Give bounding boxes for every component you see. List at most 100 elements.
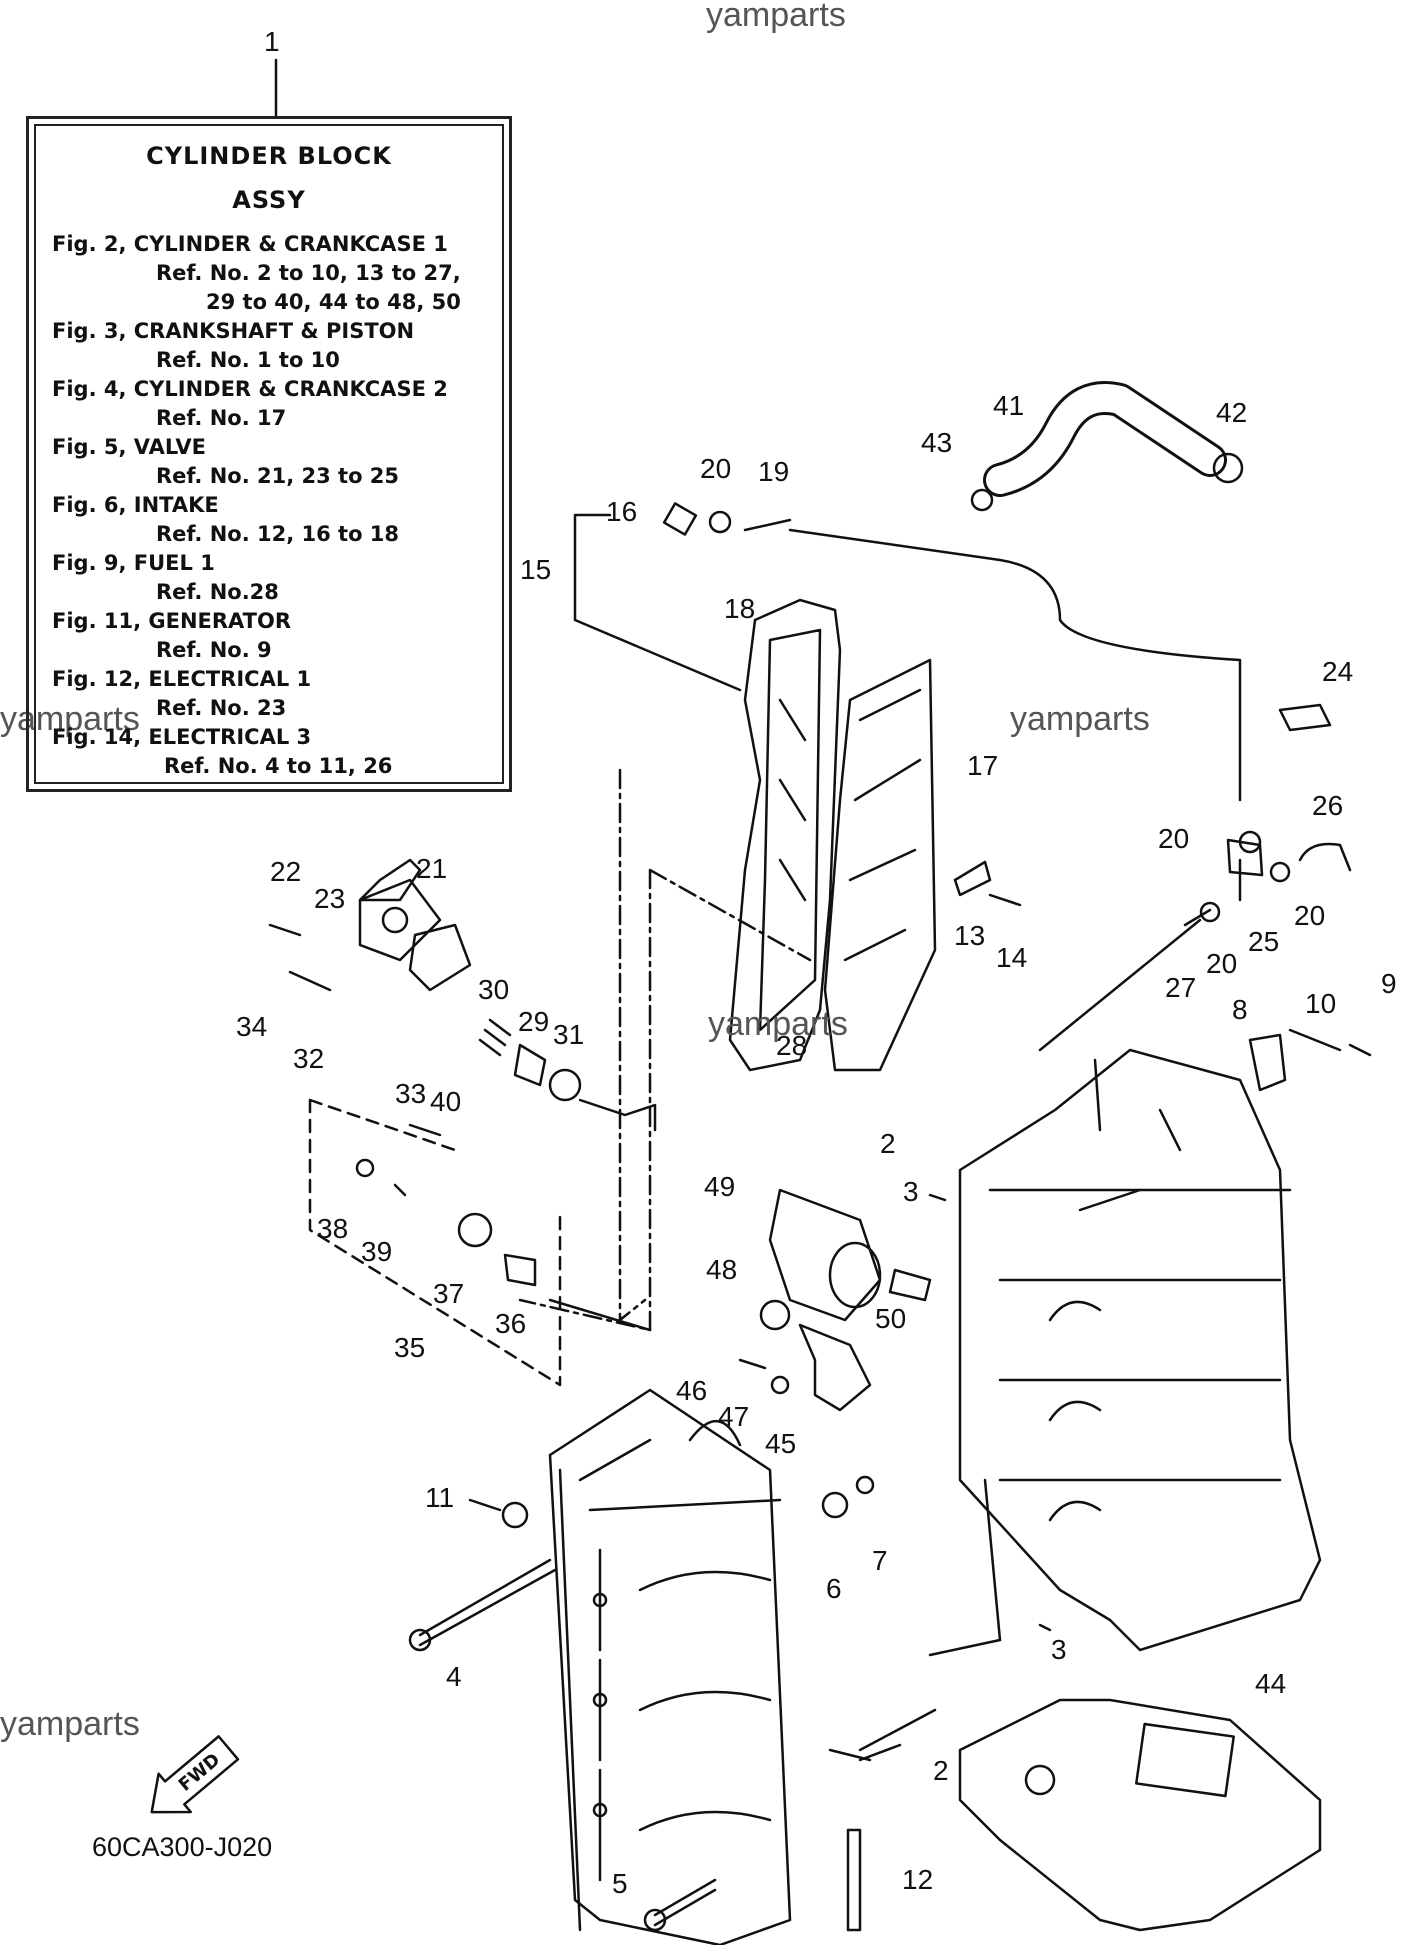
callout[interactable]: 33	[395, 1078, 427, 1109]
callout[interactable]: 27	[1165, 972, 1197, 1003]
callout[interactable]: 3	[1051, 1634, 1067, 1665]
legend-line: 29 to 40, 44 to 48, 50	[206, 290, 461, 314]
legend-line: Fig. 2, CYLINDER & CRANKCASE 1	[52, 232, 448, 256]
legend-subtitle: ASSY	[232, 186, 306, 214]
crankcase	[958, 1048, 1322, 1652]
callout[interactable]: 8	[1232, 994, 1248, 1025]
spring-30	[478, 1018, 512, 1057]
tee-25	[1226, 838, 1264, 902]
watermark: yamparts	[708, 1005, 848, 1043]
valve-29	[513, 1043, 547, 1087]
callout[interactable]: 30	[478, 974, 510, 1005]
callout[interactable]: 21	[416, 853, 448, 884]
callout[interactable]: 46	[676, 1375, 708, 1406]
callout[interactable]: 18	[724, 593, 756, 624]
callout[interactable]: 11	[425, 1482, 455, 1513]
callout[interactable]: 2	[933, 1755, 949, 1786]
legend-line: Ref. No. 12, 16 to 18	[156, 522, 400, 546]
callout[interactable]: 39	[361, 1236, 393, 1267]
callout[interactable]: 12	[902, 1864, 934, 1895]
plug-11	[501, 1501, 529, 1529]
legend-line: Fig. 9, FUEL 1	[52, 551, 215, 575]
legend-line: Ref. No. 4 to 11, 26	[164, 754, 393, 778]
legend-line: Ref. No. 21, 23 to 25	[156, 464, 400, 488]
legend-line: Ref. No.28	[156, 580, 279, 604]
callout[interactable]: 26	[1312, 790, 1344, 821]
callout[interactable]: 41	[993, 390, 1025, 421]
legend-line: Ref. No. 9	[156, 638, 272, 662]
callout[interactable]: 28	[776, 1030, 808, 1061]
callout[interactable]: 45	[765, 1428, 797, 1459]
callout[interactable]: 50	[875, 1303, 907, 1334]
callout[interactable]: 35	[394, 1332, 426, 1363]
callout[interactable]: 24	[1322, 656, 1354, 687]
callout[interactable]: 2	[880, 1128, 896, 1159]
part-27	[1038, 908, 1212, 1052]
callout[interactable]: 3	[903, 1176, 919, 1207]
callout[interactable]: 34	[236, 1011, 268, 1042]
callout[interactable]: 32	[293, 1043, 325, 1074]
stud-12	[846, 1828, 862, 1932]
callout[interactable]: 20	[1206, 948, 1238, 979]
watermark: yamparts	[0, 700, 140, 738]
legend-line: Ref. No. 2 to 10, 13 to 27,	[156, 261, 461, 285]
callout[interactable]: 23	[314, 883, 346, 914]
gasket-17	[823, 658, 937, 1072]
callout[interactable]: 20	[1158, 823, 1190, 854]
fwd-arrow	[150, 1735, 240, 1814]
callout[interactable]: 37	[433, 1278, 465, 1309]
legend-line: Fig. 6, INTAKE	[52, 493, 219, 517]
callout[interactable]: 1	[264, 26, 280, 57]
bolt-4	[418, 1558, 552, 1637]
callout[interactable]: 43	[921, 427, 953, 458]
clamp-20d	[1199, 901, 1221, 923]
callout[interactable]: 29	[518, 1006, 550, 1037]
oil-filter-49	[768, 1188, 882, 1322]
callout[interactable]: 42	[1216, 397, 1248, 428]
gasket-33	[408, 923, 472, 992]
callout[interactable]: 7	[872, 1545, 888, 1576]
callout[interactable]: 9	[1381, 968, 1397, 999]
part-16	[662, 502, 698, 536]
clamp-20c	[1269, 861, 1291, 883]
callout[interactable]: 16	[606, 496, 638, 527]
callout[interactable]: 22	[270, 856, 302, 887]
callout[interactable]: 5	[612, 1868, 628, 1899]
clamp-20b	[1238, 830, 1262, 854]
callout[interactable]: 20	[1294, 900, 1326, 931]
bracket-21	[358, 858, 422, 902]
clip-24	[1278, 703, 1332, 732]
callout[interactable]: 40	[430, 1086, 462, 1117]
callout[interactable]: 49	[704, 1171, 736, 1202]
callout[interactable]: 6	[826, 1573, 842, 1604]
legend-title: CYLINDER BLOCK	[146, 142, 392, 170]
callout[interactable]: 48	[706, 1254, 738, 1285]
callout[interactable]: 17	[967, 750, 999, 781]
callout[interactable]: 25	[1248, 926, 1280, 957]
legend-line: Ref. No. 23	[156, 696, 287, 720]
callout[interactable]: 47	[718, 1401, 750, 1432]
elbow-26	[1298, 842, 1352, 872]
callout[interactable]: 14	[996, 942, 1028, 973]
legend-line: Ref. No. 17	[156, 406, 287, 430]
callout[interactable]: 31	[553, 1019, 585, 1050]
part-37	[457, 1212, 493, 1248]
callout[interactable]: 10	[1305, 988, 1337, 1019]
callout[interactable]: 20	[700, 453, 732, 484]
callout[interactable]: 15	[520, 554, 552, 585]
part-43	[970, 488, 994, 512]
clamp-42	[1212, 452, 1244, 484]
callout[interactable]: 38	[317, 1213, 349, 1244]
part-13	[953, 860, 992, 897]
callout[interactable]: 4	[446, 1661, 462, 1692]
callout[interactable]: 19	[758, 456, 790, 487]
callout[interactable]: 36	[495, 1308, 527, 1339]
part-40	[408, 1123, 442, 1137]
watermark: yamparts	[706, 0, 846, 34]
callout[interactable]: 13	[954, 920, 986, 951]
part-36-plug	[503, 1253, 537, 1287]
legend-line: Fig. 4, CYLINDER & CRANKCASE 2	[52, 377, 448, 401]
callout[interactable]: 44	[1255, 1668, 1287, 1699]
hose-19-line	[788, 528, 1242, 802]
